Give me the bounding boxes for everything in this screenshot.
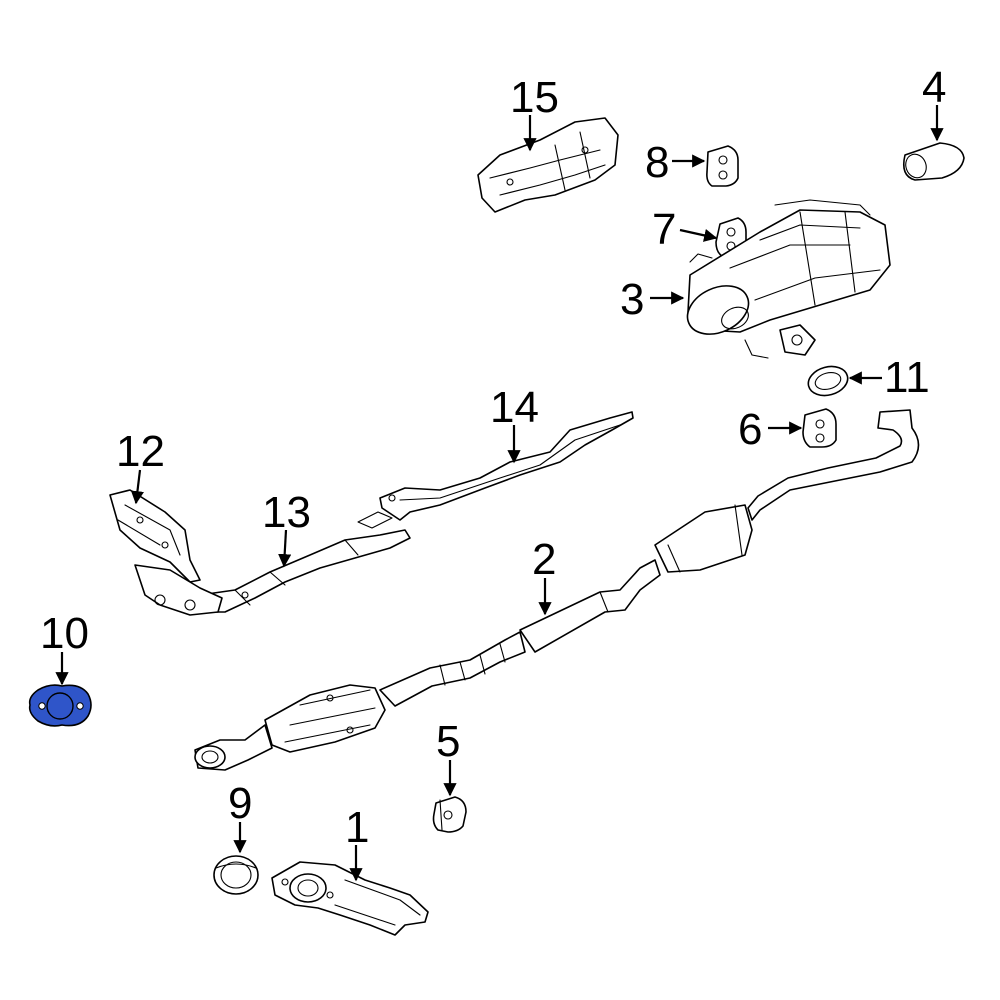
callout-4[interactable]: 4 (922, 63, 946, 112)
callout-10[interactable]: 10 (40, 609, 89, 658)
part-10-gasket[interactable] (28, 684, 92, 727)
part-3-muffler[interactable] (680, 199, 891, 359)
gasket-bolt-hole-left (38, 702, 46, 710)
callout-7[interactable]: 7 (652, 205, 676, 254)
part-1-front-pipe[interactable] (271, 861, 429, 936)
leader-lines (55, 105, 944, 882)
leader-13 (278, 529, 292, 568)
part-5-hanger[interactable] (432, 796, 467, 833)
callout-9[interactable]: 9 (228, 779, 252, 828)
part-14-heat-shield[interactable] (357, 411, 634, 529)
callout-5[interactable]: 5 (436, 717, 460, 766)
part-8-hanger[interactable] (706, 145, 739, 187)
part-15-heat-shield[interactable] (477, 117, 619, 213)
callout-11[interactable]: 11 (884, 353, 930, 402)
callout-2[interactable]: 2 (532, 535, 556, 584)
part-13-heat-shield[interactable] (199, 529, 411, 613)
part-4-tailpipe-tip[interactable] (902, 142, 965, 181)
gasket-bolt-hole-right (76, 702, 84, 710)
part-2-exhaust-pipe[interactable] (194, 409, 920, 771)
part-9-ring-gasket[interactable] (213, 855, 259, 895)
callout-12[interactable]: 12 (116, 427, 165, 476)
callout-labels: 15 8 4 7 3 11 6 14 12 13 2 10 5 9 1 (40, 63, 946, 852)
callout-6[interactable]: 6 (738, 405, 762, 454)
part-12-manifold-shield[interactable] (109, 489, 223, 616)
callout-15[interactable]: 15 (510, 73, 559, 122)
leader-7 (679, 228, 718, 242)
gasket-hole (46, 692, 74, 720)
callout-8[interactable]: 8 (645, 138, 669, 187)
callout-1[interactable]: 1 (345, 803, 369, 852)
part-6-hanger[interactable] (802, 408, 837, 448)
part-11-gasket-ring[interactable] (805, 362, 851, 399)
callout-13[interactable]: 13 (262, 488, 311, 537)
callout-14[interactable]: 14 (490, 383, 539, 432)
callout-3[interactable]: 3 (620, 275, 644, 324)
leader-12 (130, 469, 144, 505)
